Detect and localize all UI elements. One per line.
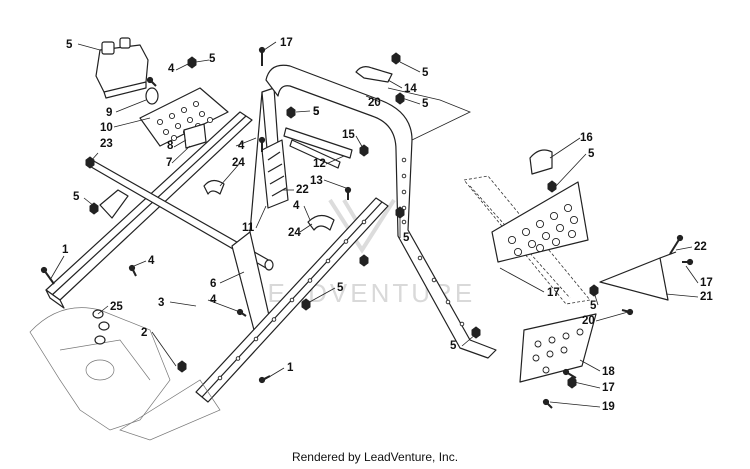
callout-19: 19 [602,401,615,413]
callout-17: 17 [280,37,293,49]
reservoir [95,37,159,105]
callout-5: 5 [422,67,429,79]
leader-lines [49,41,699,408]
callout-2: 2 [141,327,147,339]
callout-4: 4 [293,200,300,212]
callout-1: 1 [62,244,69,256]
callout-25: 25 [110,301,123,313]
bracket-14 [355,66,393,83]
callout-6: 6 [210,278,216,290]
clamp-24a [203,179,225,195]
callout-5: 5 [337,282,344,294]
chassis-outline [29,307,221,441]
callout-12: 12 [313,158,326,170]
callout-17: 17 [547,287,560,299]
mounting-plate [139,87,229,149]
callout-5: 5 [313,106,320,118]
lower-plate [519,313,597,383]
callout-20: 20 [368,97,381,109]
callout-24: 24 [288,227,301,239]
long-rail [45,111,253,309]
callout-4: 4 [168,63,175,75]
callout-23: 23 [100,138,113,150]
callout-3: 3 [158,297,164,309]
roll-bar [265,64,497,359]
callout-20: 20 [582,315,595,327]
callout-5: 5 [422,98,429,110]
callout-22: 22 [296,184,309,196]
callout-labels: 5 4 5 17 9 10 23 8 7 4 24 5 5 14 20 5 5 … [62,37,713,413]
callout-5: 5 [403,232,410,244]
callout-5: 5 [66,39,73,51]
callout-15: 15 [342,129,355,141]
callout-16: 16 [580,132,593,144]
spring-brace [261,139,289,209]
fasteners [40,46,694,409]
callout-17: 17 [602,382,615,394]
callout-24: 24 [232,157,245,169]
gusset-left [99,189,129,219]
callout-5: 5 [73,191,80,203]
callout-7: 7 [166,157,172,169]
callout-4: 4 [148,255,155,267]
callout-5: 5 [209,53,216,65]
callout-4: 4 [238,140,245,152]
callout-5: 5 [450,340,457,352]
callout-21: 21 [700,291,713,303]
triangle-bracket [599,251,677,301]
callout-14: 14 [404,83,417,95]
right-plate [491,149,589,263]
callout-17: 17 [700,277,713,289]
callout-11: 11 [242,222,255,234]
callout-8: 8 [167,140,174,152]
callout-10: 10 [100,122,113,134]
callout-5: 5 [590,300,597,312]
callout-22: 22 [694,241,707,253]
bar-12-15 [283,127,353,169]
clamp-24b [307,214,335,231]
footer-credit: Rendered by LeadVenture, Inc. [291,450,459,464]
callout-5: 5 [588,148,595,160]
callout-5: 5 [313,106,320,118]
callout-18: 18 [602,366,615,378]
callout-9: 9 [106,107,112,119]
callout-13: 13 [310,175,323,187]
callout-1: 1 [287,362,294,374]
lower-rail [195,197,389,403]
callout-4: 4 [210,294,217,306]
